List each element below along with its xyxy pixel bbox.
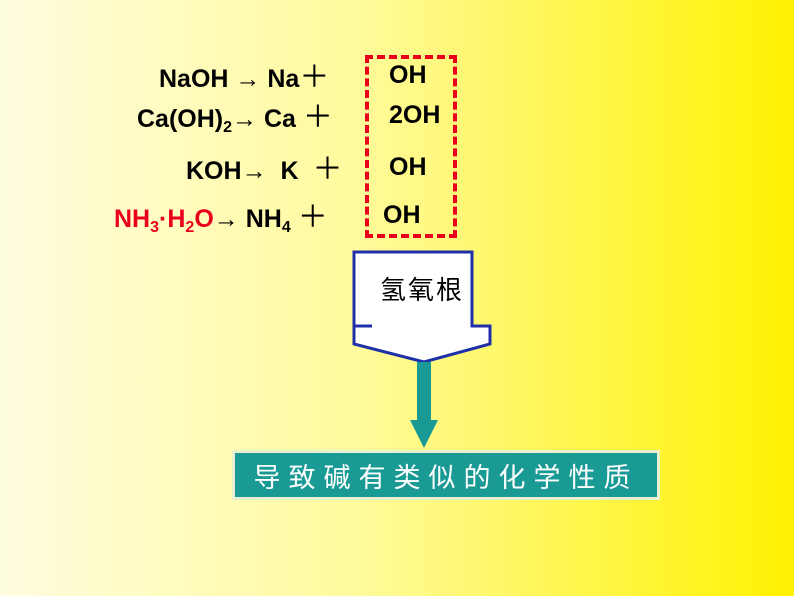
callout-label: 氢氧根 xyxy=(379,276,464,306)
equation-nh3h2o: NH3·H2O→ NH4 ＋ xyxy=(114,203,328,236)
cation: Ca xyxy=(263,105,296,133)
cation: K xyxy=(280,157,299,185)
plus-sign: ＋ xyxy=(299,61,330,94)
subscript: 2 xyxy=(223,119,233,136)
subscript: 4 xyxy=(281,219,291,236)
reactant: KOH xyxy=(186,157,242,185)
cation: NH xyxy=(245,205,282,233)
reaction-arrow: → xyxy=(213,205,239,233)
cation: Na xyxy=(267,65,300,93)
plus-sign: ＋ xyxy=(302,101,333,134)
anion-oh-1: OH xyxy=(389,61,427,89)
down-arrow-head xyxy=(410,420,438,448)
anion-oh-3: OH xyxy=(389,153,427,181)
reactant: Ca(OH) xyxy=(137,105,224,133)
reaction-arrow: → xyxy=(232,105,258,133)
conclusion-banner: 导致碱有类似的化学性质 xyxy=(232,450,660,500)
equation-caoh2: Ca(OH)2→ Ca ＋ xyxy=(137,103,333,136)
plus-sign: ＋ xyxy=(297,201,328,234)
hydroxide-highlight-box xyxy=(365,55,457,238)
reaction-arrow: → xyxy=(241,157,267,185)
plus-sign: ＋ xyxy=(312,153,343,186)
anion-2oh: 2OH xyxy=(389,101,441,129)
reactant: NaOH xyxy=(159,65,229,93)
anion-oh-4: OH xyxy=(383,201,421,229)
down-arrow-shaft xyxy=(417,362,431,424)
equation-naoh: NaOH → Na＋ xyxy=(159,63,329,93)
callout-box xyxy=(352,250,492,364)
equation-koh: KOH→ K ＋ xyxy=(186,155,342,185)
reactant-ammonia-hydrate: NH3·H2O xyxy=(114,205,214,236)
reaction-arrow: → xyxy=(235,65,261,93)
